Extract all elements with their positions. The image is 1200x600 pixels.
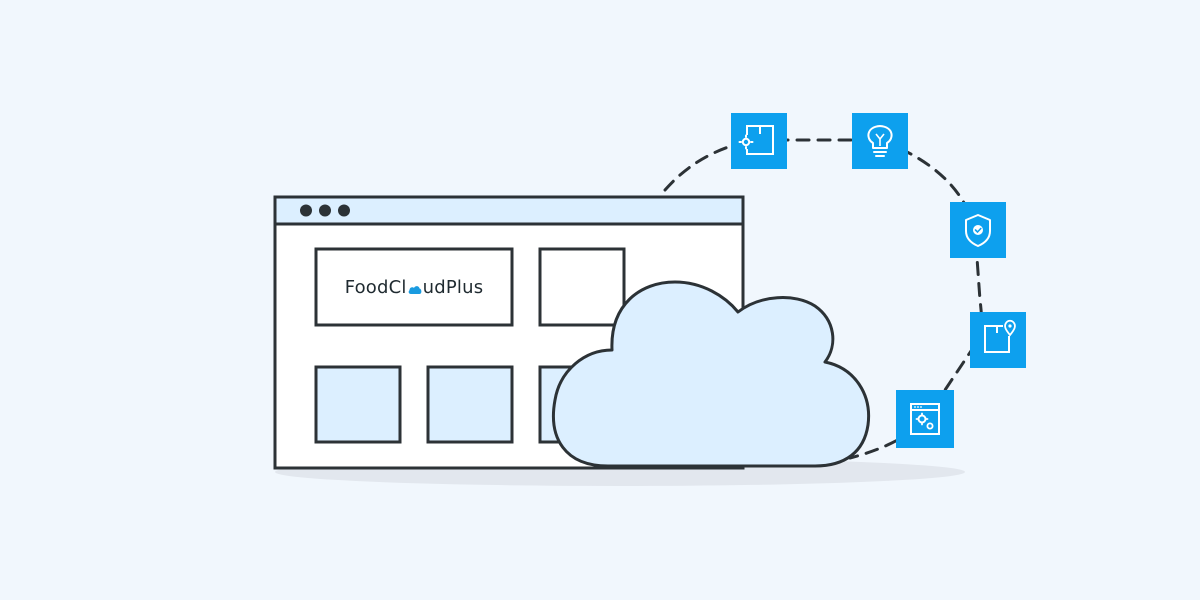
content-tile (538, 247, 626, 327)
brand-name-start: FoodCl (344, 276, 407, 298)
window-dot-2 (319, 204, 331, 217)
browser-settings-icon (896, 390, 954, 448)
content-tile (426, 365, 514, 444)
browser-title-bar (273, 195, 745, 226)
shield-check-icon (950, 202, 1006, 258)
box-location-icon (970, 312, 1026, 368)
window-dot-3 (338, 204, 350, 217)
brand-name-end: udPlus (422, 276, 484, 298)
content-tile (314, 365, 402, 444)
brand-name: FoodCl udPlus (345, 277, 484, 298)
cloud-shape (552, 280, 871, 468)
box-gear-icon (731, 113, 787, 169)
window-dot-1 (300, 204, 312, 217)
brand-logo: FoodCl udPlus (316, 249, 512, 325)
brand-cloud-icon (408, 285, 422, 294)
lightbulb-icon (852, 113, 908, 169)
